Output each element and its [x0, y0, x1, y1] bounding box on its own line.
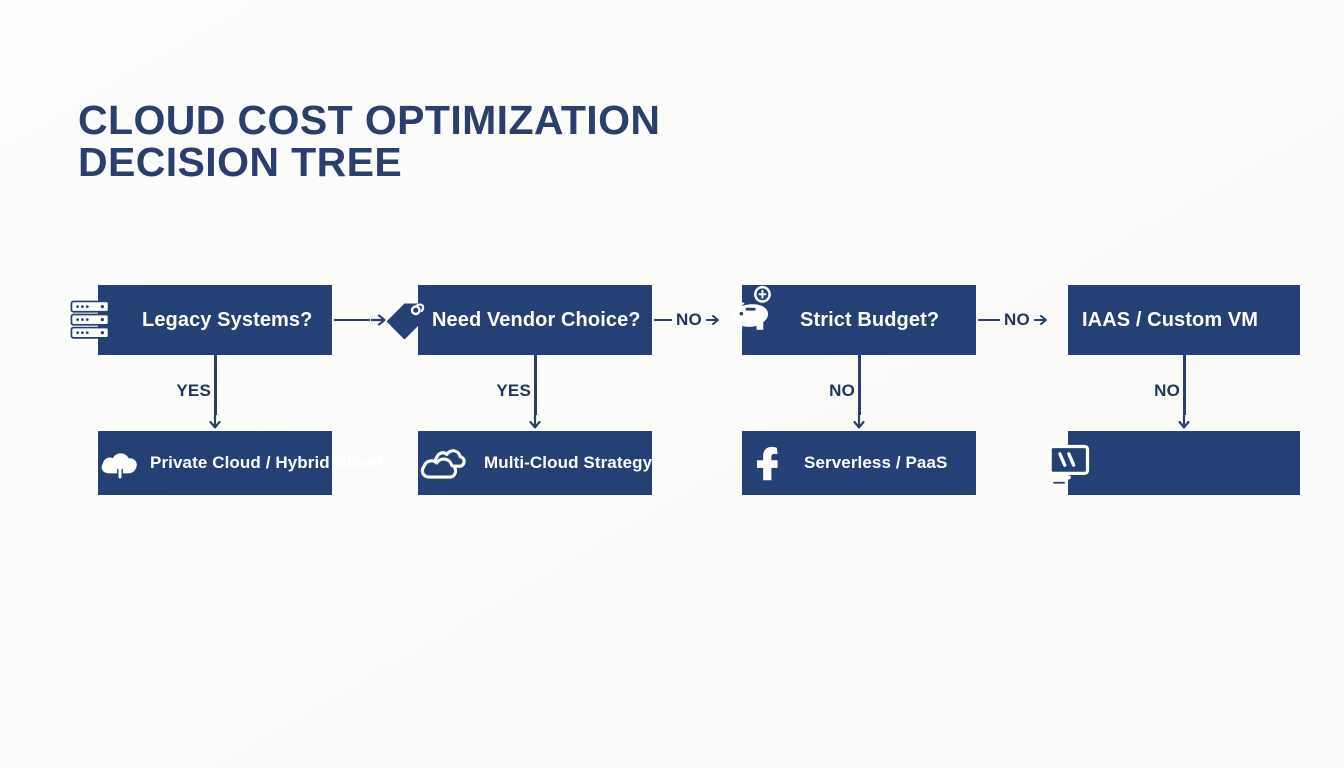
- connector-legacy-to-vendor: [334, 305, 390, 335]
- branch-budget-no: NO: [829, 355, 889, 433]
- arrow-down-icon: [209, 413, 221, 429]
- branch-line: [858, 355, 861, 415]
- branch-label: YES: [496, 381, 531, 400]
- branch-iaas-no: NO: [1154, 355, 1214, 433]
- branch-legacy-yes: YES: [176, 355, 245, 433]
- outcome-node-label: Private Cloud / Hybrid Cloud: [150, 453, 384, 472]
- arrow-down-icon: [853, 413, 865, 429]
- connector-label: NO: [676, 310, 702, 329]
- connector-line: [334, 318, 370, 322]
- branch-line: [214, 355, 217, 415]
- branch-line: [534, 355, 537, 415]
- branch-label: NO: [829, 381, 855, 400]
- branch-vendor-yes: YES: [496, 355, 565, 433]
- arrow-down-icon: [529, 413, 541, 429]
- decision-node-legacy-systems[interactable]: Legacy Systems?: [98, 285, 332, 355]
- decision-node-vendor-choice[interactable]: Need Vendor Choice?: [418, 285, 652, 355]
- branch-line: [1183, 355, 1186, 415]
- outcome-node-private-hybrid-cloud[interactable]: Private Cloud / Hybrid Cloud: [98, 431, 383, 495]
- connector-line: [654, 318, 672, 322]
- connector-budget-to-iaas: NO: [978, 305, 1064, 335]
- arrow-right-icon: [705, 314, 719, 326]
- branch-label: NO: [1154, 381, 1180, 400]
- decision-node-label: Strict Budget?: [800, 308, 940, 331]
- decision-node-iaas-custom-vm[interactable]: IAAS / Custom VM: [1068, 285, 1300, 355]
- connector-line: [978, 318, 1000, 322]
- arrow-right-icon: [1033, 314, 1047, 326]
- outcome-node-desktop[interactable]: [1068, 431, 1300, 495]
- outcome-node-label: Serverless / PaaS: [804, 453, 948, 472]
- decision-node-label: IAAS / Custom VM: [1082, 308, 1259, 331]
- outcome-node-label: Multi-Cloud Strategy: [484, 453, 653, 472]
- connector-label: NO: [1004, 310, 1030, 329]
- decision-node-label: Legacy Systems?: [142, 308, 313, 331]
- arrow-right-icon: [370, 314, 386, 326]
- outcome-node-serverless-paas[interactable]: Serverless / PaaS: [742, 431, 976, 495]
- page-title: Cloud Cost Optimization Decision Tree: [78, 97, 661, 185]
- branch-label: YES: [176, 381, 211, 400]
- decision-node-strict-budget[interactable]: Strict Budget?: [742, 285, 976, 355]
- decision-node-label: Need Vendor Choice?: [432, 308, 641, 331]
- outcome-node-multi-cloud-strategy[interactable]: Multi-Cloud Strategy: [418, 431, 652, 495]
- arrow-down-icon: [1178, 413, 1190, 429]
- connector-vendor-to-budget: NO: [654, 305, 738, 335]
